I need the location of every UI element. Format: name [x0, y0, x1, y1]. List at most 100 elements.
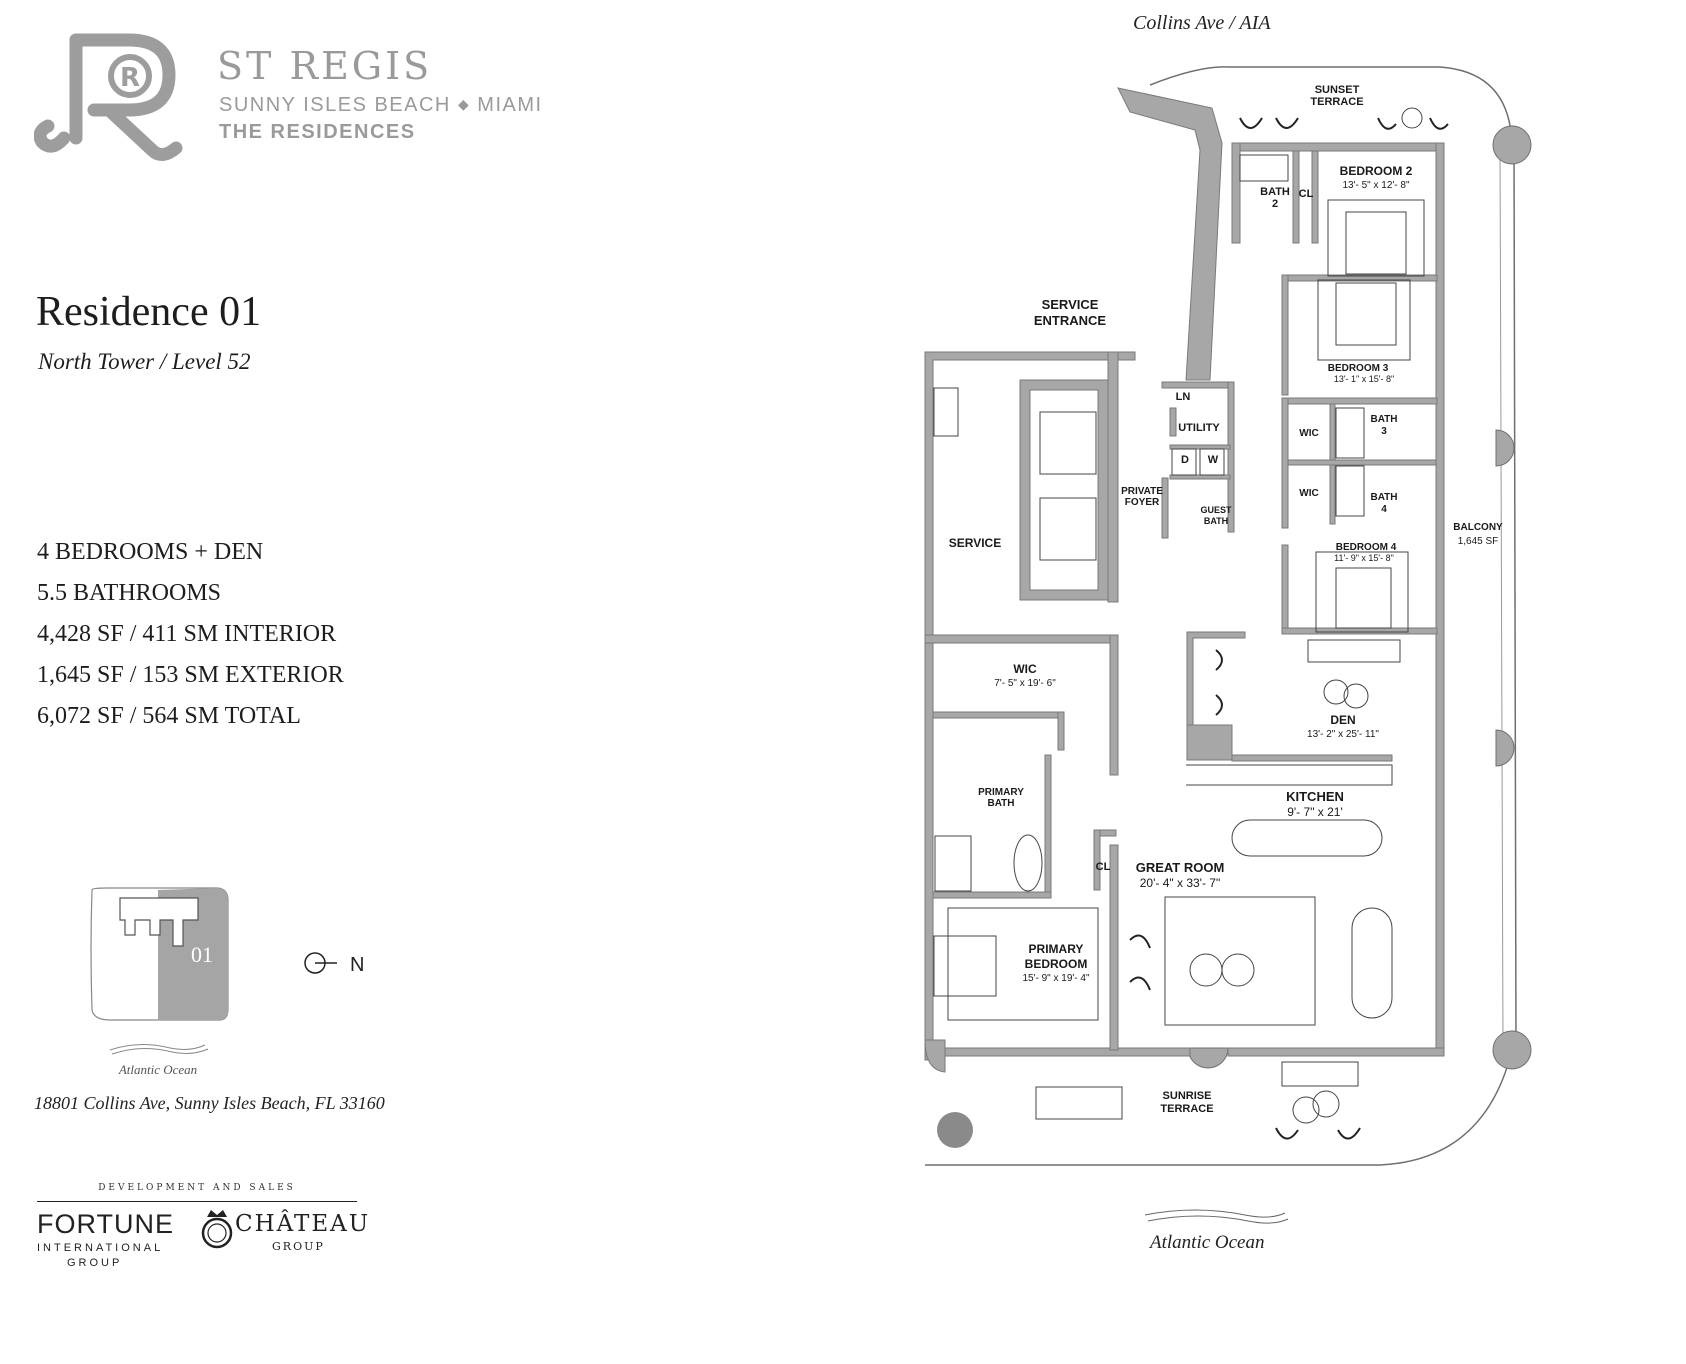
- fortune-name: FORTUNE: [37, 1209, 175, 1239]
- label-den: DEN: [1330, 713, 1355, 727]
- dim-kitchen: 9'- 7" x 21': [1287, 805, 1343, 819]
- specs-list: 4 BEDROOMS + DEN 5.5 BATHROOMS 4,428 SF …: [37, 532, 344, 737]
- label-w: W: [1208, 454, 1219, 466]
- elevator-icon: [1039, 411, 1097, 475]
- label-bath3-1: BATH: [1370, 414, 1397, 425]
- wall: [1093, 829, 1101, 891]
- wall-spur: [1117, 87, 1223, 381]
- spec-bathrooms: 5.5 BATHROOMS: [37, 580, 222, 606]
- wall: [1435, 142, 1445, 1054]
- label-bath4-2: 4: [1381, 504, 1387, 515]
- dim-bedroom2: 13'- 5" x 12'- 8": [1342, 180, 1410, 191]
- label-sunset-terrace-2: TERRACE: [1310, 96, 1363, 108]
- wall: [1329, 403, 1336, 525]
- developers-block: DEVELOPMENT AND SALES FORTUNE INTERNATIO…: [37, 1183, 368, 1313]
- chair-icon: [1337, 1127, 1361, 1140]
- wall: [932, 711, 1064, 719]
- spec-total: 6,072 SF / 564 SM TOTAL: [37, 703, 301, 729]
- table-icon: [1401, 107, 1423, 129]
- chair-icon: [1215, 694, 1223, 716]
- wall: [1227, 381, 1235, 533]
- wall: [1281, 274, 1289, 396]
- dim-bedroom3: 13'- 1" x 15'- 8": [1334, 374, 1394, 384]
- wall: [1093, 829, 1117, 837]
- sofa-icon: [1164, 896, 1316, 1026]
- label-d: D: [1181, 454, 1189, 466]
- label-sunrise-terrace-1: SUNRISE: [1163, 1090, 1212, 1102]
- fortune-sub1: INTERNATIONAL: [37, 1242, 164, 1254]
- column: [1492, 1030, 1532, 1070]
- bathtub-icon: [1013, 834, 1043, 892]
- chair-icon: [1429, 117, 1449, 130]
- label-bedroom2: BEDROOM 2: [1340, 164, 1413, 178]
- label-bath2-1: BATH: [1260, 186, 1290, 198]
- wall: [1281, 627, 1438, 635]
- spec-interior: 4,428 SF / 411 SM INTERIOR: [37, 621, 337, 647]
- label-bath4-1: BATH: [1370, 492, 1397, 503]
- column: [1495, 729, 1515, 767]
- wave-icon: [109, 1044, 209, 1055]
- label-primary-bath-1: PRIMARY: [978, 787, 1024, 798]
- label-great-room: GREAT ROOM: [1136, 860, 1225, 875]
- brand-location-left: SUNNY ISLES BEACH: [219, 94, 451, 116]
- wall: [1292, 150, 1300, 244]
- chair-icon: [1239, 117, 1263, 129]
- dim-bedroom4: 11'- 9" x 15'- 8": [1334, 553, 1394, 563]
- monogram-icon: R: [34, 33, 183, 161]
- wall: [1311, 150, 1319, 244]
- bed-icon: [1345, 211, 1407, 275]
- wall: [1161, 381, 1235, 389]
- chair-icon: [1129, 934, 1151, 949]
- dim-wic-primary: 7'- 5" x 19'- 6": [994, 678, 1056, 689]
- key-plan-unit-label: 01: [191, 942, 213, 967]
- shower-icon: [933, 387, 959, 437]
- label-bath3-2: 3: [1381, 426, 1387, 437]
- table-icon: [1221, 953, 1255, 987]
- wall: [1109, 844, 1119, 1051]
- label-bedroom4: BEDROOM 4: [1336, 542, 1397, 553]
- wall-elevator-core: [1019, 379, 1109, 601]
- label-utility: UTILITY: [1178, 422, 1220, 434]
- developers-heading: DEVELOPMENT AND SALES: [98, 1183, 296, 1193]
- key-plan-ocean-label: Atlantic Ocean: [118, 1062, 197, 1077]
- table-icon: [1189, 953, 1223, 987]
- outdoor-table-icon: [1035, 1086, 1123, 1120]
- label-primary-bedroom-1: PRIMARY: [1029, 942, 1084, 956]
- label-service-entrance-2: ENTRANCE: [1034, 313, 1107, 328]
- wall: [1169, 407, 1177, 437]
- shower-icon: [1335, 407, 1365, 459]
- chair-icon: [1377, 117, 1397, 130]
- label-service: SERVICE: [949, 536, 1001, 550]
- bed-icon: [933, 935, 997, 997]
- shower-icon: [1239, 154, 1289, 182]
- wall: [1109, 634, 1119, 776]
- wall: [924, 1047, 1191, 1057]
- bed-icon: [1335, 282, 1397, 346]
- terrace-outline-top: [1149, 66, 1513, 146]
- washer-icon: [1171, 448, 1197, 476]
- label-cl-top: CL: [1299, 188, 1314, 200]
- column: [1495, 429, 1515, 467]
- wall: [924, 351, 1136, 1061]
- counter-icon: [1186, 764, 1393, 786]
- column: [1187, 1047, 1229, 1069]
- table-icon: [1312, 1090, 1340, 1118]
- svg-text:R: R: [120, 63, 140, 93]
- wall: [932, 891, 1052, 899]
- brand-residences: THE RESIDENCES: [219, 121, 416, 143]
- wall: [1284, 274, 1438, 282]
- label-ln: LN: [1176, 391, 1191, 403]
- brand-name: ST REGIS: [217, 44, 433, 88]
- chateau-name: CHÂTEAU: [235, 1211, 371, 1237]
- key-plan: 01 N Atlantic Ocean: [90, 887, 364, 1077]
- north-label: N: [350, 954, 364, 976]
- plant-icon: [937, 1112, 973, 1148]
- label-bedroom3: BEDROOM 3: [1328, 363, 1389, 374]
- wall: [1287, 459, 1437, 466]
- residence-title: Residence 01: [36, 289, 262, 335]
- wall: [1231, 142, 1241, 244]
- chateau-crest-icon: [201, 1210, 233, 1249]
- street-label: Collins Ave / AIA: [1133, 12, 1271, 34]
- wall: [1044, 754, 1052, 896]
- key-plan-core: [119, 897, 199, 947]
